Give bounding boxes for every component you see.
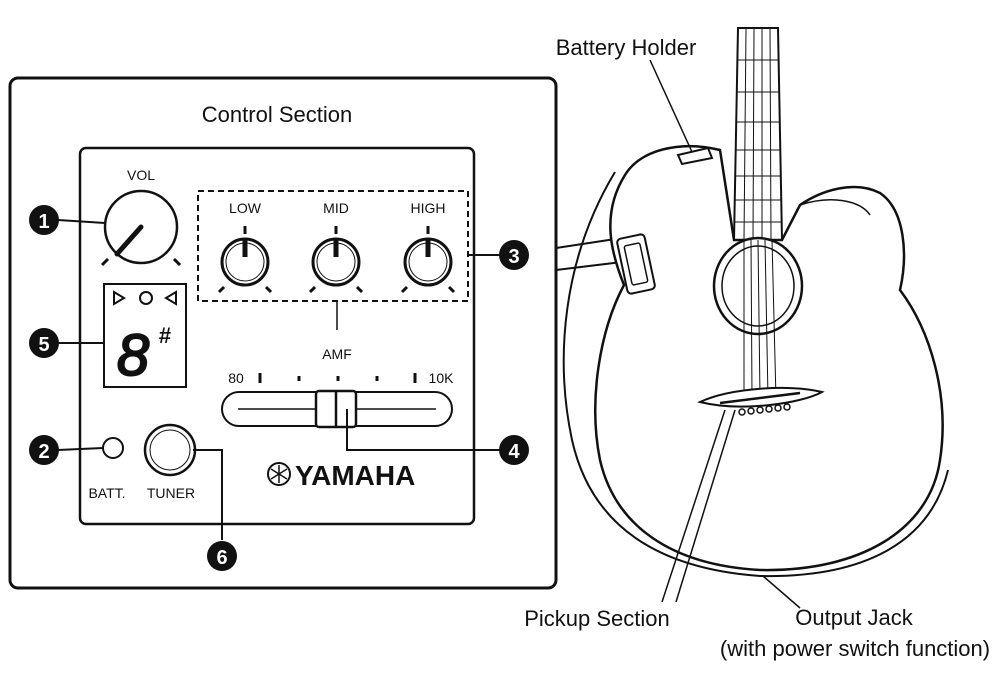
svg-text:6: 6 bbox=[216, 547, 227, 569]
output-jack-label: Output Jack bbox=[795, 605, 913, 630]
amf-slider-handle[interactable] bbox=[314, 389, 358, 429]
tuner-sharp-sign: # bbox=[159, 323, 171, 348]
battery-holder-label: Battery Holder bbox=[556, 35, 697, 60]
tuner-note-digit: 8 bbox=[117, 323, 149, 388]
control-panel bbox=[78, 146, 476, 526]
callout-3-badge: 3 bbox=[499, 240, 529, 270]
eq-high-knob[interactable] bbox=[400, 226, 456, 294]
callout-5-badge: 5 bbox=[29, 328, 59, 358]
callout-1-badge: 1 bbox=[29, 205, 59, 235]
svg-text:3: 3 bbox=[508, 246, 519, 268]
eq-mid-knob[interactable] bbox=[308, 226, 364, 294]
tuner-indicator-arrows bbox=[113, 290, 177, 306]
tuner-display bbox=[103, 283, 187, 388]
batt-label: BATT. bbox=[88, 485, 125, 501]
output-jack-note: (with power switch function) bbox=[720, 636, 990, 661]
callout-4-badge: 4 bbox=[499, 435, 529, 465]
vol-knob[interactable] bbox=[100, 189, 182, 267]
eq-high-label: HIGH bbox=[411, 200, 446, 216]
callout-6-badge: 6 bbox=[207, 541, 237, 571]
control-section-frame bbox=[8, 76, 558, 590]
svg-text:2: 2 bbox=[38, 441, 49, 463]
guitar-illustration bbox=[562, 27, 949, 578]
pickup-section-label: Pickup Section bbox=[524, 606, 670, 631]
amf-min-label: 80 bbox=[228, 370, 244, 386]
control-section-title: Control Section bbox=[202, 102, 352, 127]
tuner-button[interactable] bbox=[143, 423, 197, 477]
svg-text:4: 4 bbox=[508, 441, 520, 463]
eq-group-outline bbox=[197, 190, 469, 302]
amf-scale-ticks bbox=[258, 373, 417, 383]
guitar-leader-lines bbox=[649, 59, 801, 609]
callout-lines bbox=[57, 219, 500, 540]
vol-label: VOL bbox=[127, 167, 155, 183]
eq-mid-label: MID bbox=[323, 200, 349, 216]
yamaha-emblem-icon bbox=[267, 462, 291, 486]
amf-max-label: 10K bbox=[429, 370, 455, 386]
batt-led bbox=[102, 437, 124, 459]
callout-2-badge: 2 bbox=[29, 435, 59, 465]
amf-label: AMF bbox=[322, 346, 352, 362]
eq-low-knob[interactable] bbox=[217, 226, 273, 294]
yamaha-brand: YAMAHA bbox=[295, 460, 415, 491]
tuner-label: TUNER bbox=[147, 485, 195, 501]
svg-text:1: 1 bbox=[38, 211, 49, 233]
svg-text:5: 5 bbox=[38, 334, 49, 356]
eq-low-label: LOW bbox=[229, 200, 262, 216]
